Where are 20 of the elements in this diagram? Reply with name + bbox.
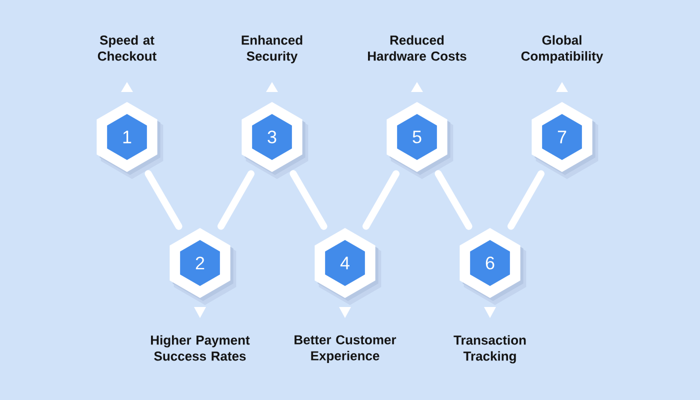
connector-line: [362, 170, 400, 230]
connector-line: [434, 170, 472, 230]
connector-line: [144, 170, 182, 230]
step-caption: Speed at Checkout: [98, 35, 156, 61]
hexagon-badge: 3: [242, 102, 308, 179]
step-caption: Reduced Hardware Costs: [368, 35, 466, 61]
hexagon-badge: 7: [532, 102, 598, 179]
hexagon-badge: 5: [386, 102, 454, 179]
step-caption: Enhanced Security: [242, 35, 302, 64]
connector-line: [508, 170, 545, 230]
step-caption: Transaction Tracking: [454, 335, 526, 364]
step-caption: Better Customer Experience: [294, 335, 396, 363]
connector-line: [290, 170, 328, 230]
hexagon-badge: 2: [170, 228, 236, 305]
hexagon-badge: 1: [96, 102, 164, 179]
step-caption: Global Compatibility: [521, 35, 604, 64]
hexagon-badge: 4: [314, 228, 382, 305]
hexagon-badge: 6: [460, 228, 526, 305]
step-caption: Higher Payment Success Rates: [151, 335, 250, 361]
connector-line: [218, 170, 254, 230]
